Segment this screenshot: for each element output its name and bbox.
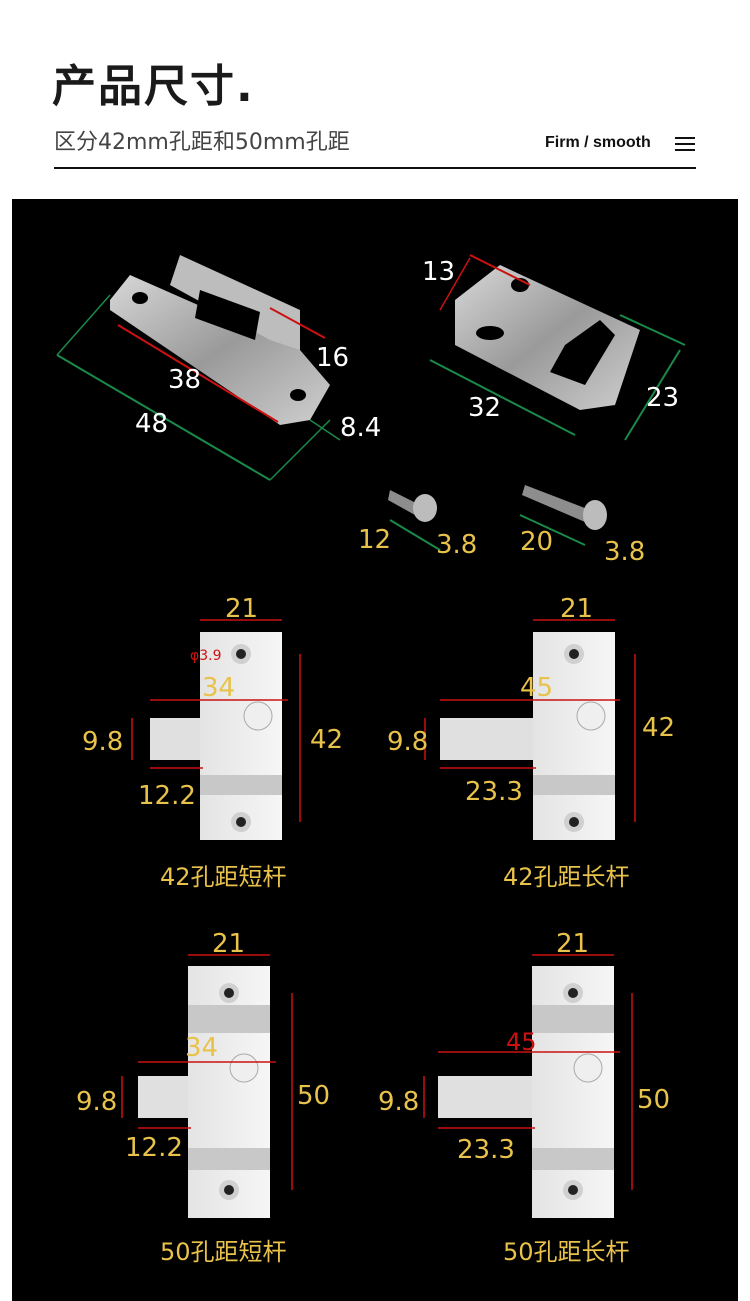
latch-42-long: 21 45 9.8 23.3 42 42孔距长杆 <box>387 594 675 891</box>
plate-left-thickness: 8.4 <box>340 413 381 443</box>
latch2-overall: 45 <box>520 673 553 703</box>
latch2-caption: 42孔距长杆 <box>503 863 630 891</box>
latch2-width: 21 <box>560 594 593 624</box>
latch1-pitch: 42 <box>310 725 343 755</box>
latch-50-short: 21 34 9.8 12.2 50 50孔距短杆 <box>76 929 330 1266</box>
latch-50-long: 21 45 9.8 23.3 50 50孔距长杆 <box>378 929 670 1266</box>
latch2-bolt-length: 23.3 <box>465 777 523 807</box>
latch-42-short: 21 φ3.9 34 9.8 12.2 42 42孔距短杆 <box>82 594 343 891</box>
page-header: 产品尺寸. 区分42mm孔距和50mm孔距 Firm / smooth <box>0 0 750 200</box>
plate-right-height: 23 <box>646 383 679 413</box>
plate-left-height: 16 <box>316 343 349 373</box>
latch3-bolt-height: 9.8 <box>76 1087 117 1117</box>
screw-long-length: 20 <box>520 527 553 557</box>
screw-short-diameter: 3.8 <box>436 530 477 560</box>
page-subtitle: 区分42mm孔距和50mm孔距 <box>54 130 350 155</box>
latch1-overall: 34 <box>202 673 235 703</box>
latch2-pitch: 42 <box>642 713 675 743</box>
latch3-width: 21 <box>212 929 245 959</box>
tagline: Firm / smooth <box>545 134 651 151</box>
latch4-overall: 45 <box>506 1028 537 1056</box>
latch4-caption: 50孔距长杆 <box>503 1238 630 1266</box>
plate-left-inner-length: 38 <box>168 365 201 395</box>
latch4-pitch: 50 <box>637 1085 670 1115</box>
plate-left-outer-length: 48 <box>135 409 168 439</box>
plate-right-width: 32 <box>468 393 501 423</box>
latch3-bolt-length: 12.2 <box>125 1133 183 1163</box>
screw-short-length: 12 <box>358 525 391 555</box>
latch2-bolt-height: 9.8 <box>387 727 428 757</box>
screw-long: 20 3.8 <box>519 485 645 567</box>
latch1-hole-diameter: φ3.9 <box>190 648 222 664</box>
latch1-bolt-height: 9.8 <box>82 727 123 757</box>
latch1-bolt-length: 12.2 <box>138 781 196 811</box>
header-divider <box>54 167 696 169</box>
strike-plate-left: 38 48 16 8.4 <box>56 255 381 481</box>
screw-long-diameter: 3.8 <box>604 537 645 567</box>
latch4-bolt-height: 9.8 <box>378 1087 419 1117</box>
latch4-bolt-length: 23.3 <box>457 1135 515 1165</box>
latch3-pitch: 50 <box>297 1081 330 1111</box>
page-title: 产品尺寸. <box>52 61 255 112</box>
latch4-width: 21 <box>556 929 589 959</box>
latch3-caption: 50孔距短杆 <box>160 1238 287 1266</box>
screw-short: 12 3.8 <box>358 490 477 560</box>
latch3-overall: 34 <box>185 1033 218 1063</box>
latch1-caption: 42孔距短杆 <box>160 863 287 891</box>
strike-plate-right: 13 32 23 <box>422 254 686 441</box>
menu-icon[interactable] <box>675 137 695 151</box>
plate-right-hole: 13 <box>422 257 455 287</box>
latch1-width: 21 <box>225 594 258 624</box>
